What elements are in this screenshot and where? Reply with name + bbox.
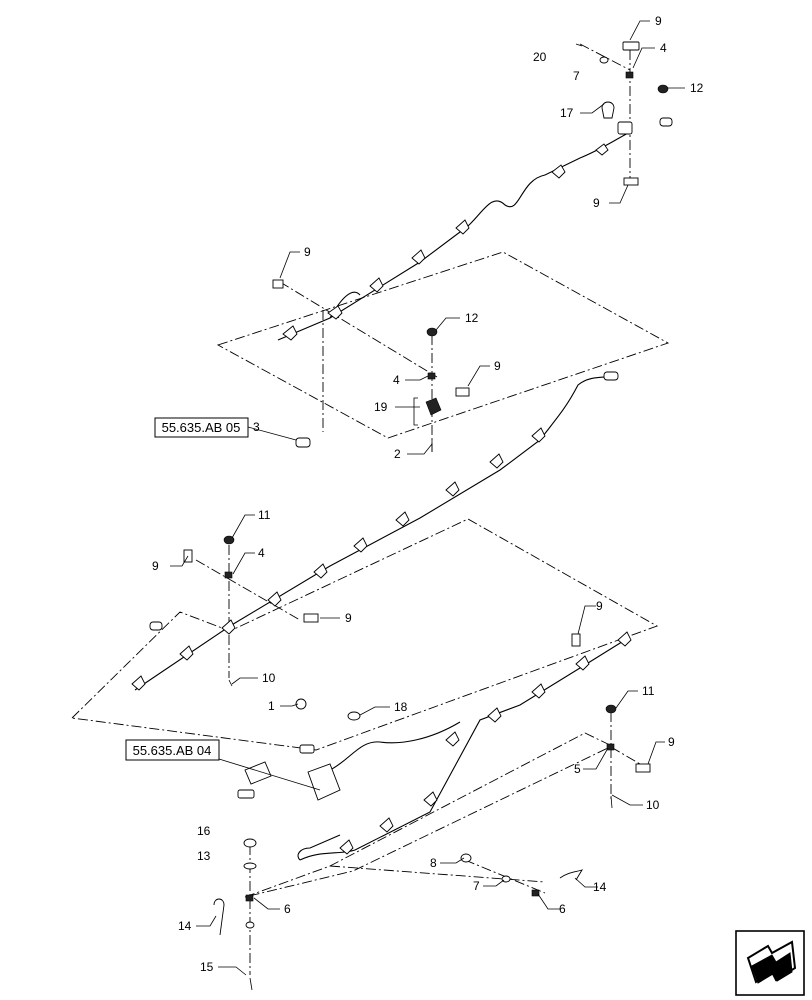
callout-12: 12 bbox=[465, 311, 479, 325]
part-9-mid-bracket-icon bbox=[303, 613, 319, 623]
part-4-top-nut-icon bbox=[625, 71, 634, 79]
callout-9: 9 bbox=[304, 245, 311, 259]
callout-13: 13 bbox=[197, 849, 211, 863]
part-14-tie-right-icon bbox=[559, 869, 584, 881]
part-9-top-bracket-icon bbox=[622, 41, 640, 51]
part-9-lower-bracket-icon bbox=[623, 177, 639, 186]
part-7-washer-top-icon bbox=[599, 56, 609, 64]
callout-9: 9 bbox=[152, 559, 159, 573]
middle-plane-outline bbox=[71, 518, 659, 751]
alignment-lines bbox=[195, 43, 641, 975]
module-bracket-icon bbox=[244, 761, 272, 785]
callout-10: 10 bbox=[262, 671, 276, 685]
callout-7: 7 bbox=[473, 879, 480, 893]
middle-harness-wire bbox=[134, 375, 618, 691]
callout-18: 18 bbox=[394, 700, 408, 714]
callout-4: 4 bbox=[660, 41, 667, 55]
assembly-planes bbox=[71, 251, 670, 898]
lower-harness-tail bbox=[297, 834, 341, 861]
callout-2: 2 bbox=[394, 447, 401, 461]
callout-11: 11 bbox=[258, 508, 271, 522]
part-6-nut-right-icon bbox=[531, 889, 540, 897]
callout-4: 4 bbox=[258, 546, 265, 560]
part-4-nut-icon bbox=[427, 372, 436, 380]
connector-group-lower bbox=[213, 43, 651, 991]
callout-12: 12 bbox=[690, 81, 704, 95]
callout-7: 7 bbox=[573, 69, 580, 83]
navigation-arrow-icon[interactable] bbox=[735, 930, 805, 996]
part-10-bolt-right-icon bbox=[610, 795, 613, 809]
callout-9: 9 bbox=[593, 196, 600, 210]
callout-6: 6 bbox=[284, 902, 291, 916]
part-18-tie-icon bbox=[347, 711, 361, 721]
lower-harness-wire bbox=[299, 639, 626, 861]
part-4-mid-nut-icon bbox=[224, 571, 233, 579]
part-13-washer-icon bbox=[243, 862, 257, 870]
part-9-lower-right-bracket-icon bbox=[571, 633, 581, 647]
callout-9: 9 bbox=[668, 735, 675, 749]
callout-11: 11 bbox=[642, 684, 655, 698]
axis-right-diagonal bbox=[610, 746, 641, 765]
control-module-icon bbox=[307, 763, 341, 801]
part-12-cap-top-icon bbox=[657, 84, 669, 94]
callout-17: 17 bbox=[560, 106, 574, 120]
callout-4: 4 bbox=[393, 373, 400, 387]
callout-9: 9 bbox=[345, 611, 352, 625]
part-20-pin-icon bbox=[575, 43, 583, 47]
callout-15: 15 bbox=[200, 960, 214, 974]
part-14-tie-left-icon bbox=[213, 898, 225, 936]
part-15-bolt-icon bbox=[249, 977, 253, 991]
connector-group-middle bbox=[131, 371, 619, 691]
part-1-grommet-icon bbox=[295, 698, 307, 710]
callout-8: 8 bbox=[430, 856, 437, 870]
callout-10: 10 bbox=[646, 798, 660, 812]
ref-box-bottom-text: 55.635.AB 04 bbox=[133, 743, 212, 758]
callout-3: 3 bbox=[253, 420, 260, 434]
part-5-nut-icon bbox=[606, 743, 615, 751]
ref-box-top[interactable]: 55.635.AB 05 bbox=[154, 417, 249, 438]
lower-plane-outline bbox=[244, 732, 614, 898]
callout-19: 19 bbox=[374, 400, 388, 414]
upper-plane-outline bbox=[216, 251, 670, 439]
callout-9: 9 bbox=[655, 14, 662, 28]
part-9-lower-bracket-icon bbox=[635, 763, 651, 773]
harness-connectors bbox=[131, 41, 673, 991]
part-12-cap-icon bbox=[426, 327, 438, 337]
callout-14: 14 bbox=[593, 880, 607, 894]
callout-1: 1 bbox=[268, 699, 275, 713]
callout-numbers: 20 9 4 7 12 17 9 9 12 4 9 19 3 2 11 9 4 … bbox=[152, 14, 704, 974]
part-11-cap-icon bbox=[223, 535, 235, 545]
lower-harness-branch bbox=[329, 721, 461, 771]
callout-9: 9 bbox=[494, 359, 501, 373]
part-11-lower-cap-icon bbox=[605, 704, 617, 714]
part-6-nut-left-icon bbox=[245, 894, 254, 902]
axis-top-diagonal bbox=[579, 43, 631, 71]
part-16-nut-icon bbox=[243, 838, 257, 848]
axis-mid-diagonal bbox=[195, 559, 301, 621]
callout-16: 16 bbox=[197, 824, 211, 838]
callout-6: 6 bbox=[559, 902, 566, 916]
callout-14: 14 bbox=[178, 919, 192, 933]
part-8-nut-icon bbox=[460, 853, 472, 863]
axis-upper-diagonal bbox=[279, 281, 438, 378]
ref-box-bottom[interactable]: 55.635.AB 04 bbox=[125, 739, 220, 761]
part-10-bolt-mid-icon bbox=[228, 679, 233, 687]
callout-20: 20 bbox=[533, 50, 547, 64]
part-3-plug-icon bbox=[295, 437, 311, 448]
connector-group-upper bbox=[272, 41, 673, 341]
part-9-left-bracket-icon bbox=[272, 279, 284, 289]
callout-9: 9 bbox=[596, 599, 603, 613]
leader-lines bbox=[170, 20, 685, 976]
connector-group-upper-mid bbox=[295, 327, 470, 448]
lower-plane-line bbox=[329, 865, 546, 883]
callout-5: 5 bbox=[574, 762, 581, 776]
upper-harness-wire bbox=[277, 131, 631, 341]
ref-box-top-text: 55.635.AB 05 bbox=[162, 420, 241, 435]
part-19-switch-icon bbox=[425, 397, 442, 416]
part-9-bracket-icon bbox=[455, 387, 470, 397]
